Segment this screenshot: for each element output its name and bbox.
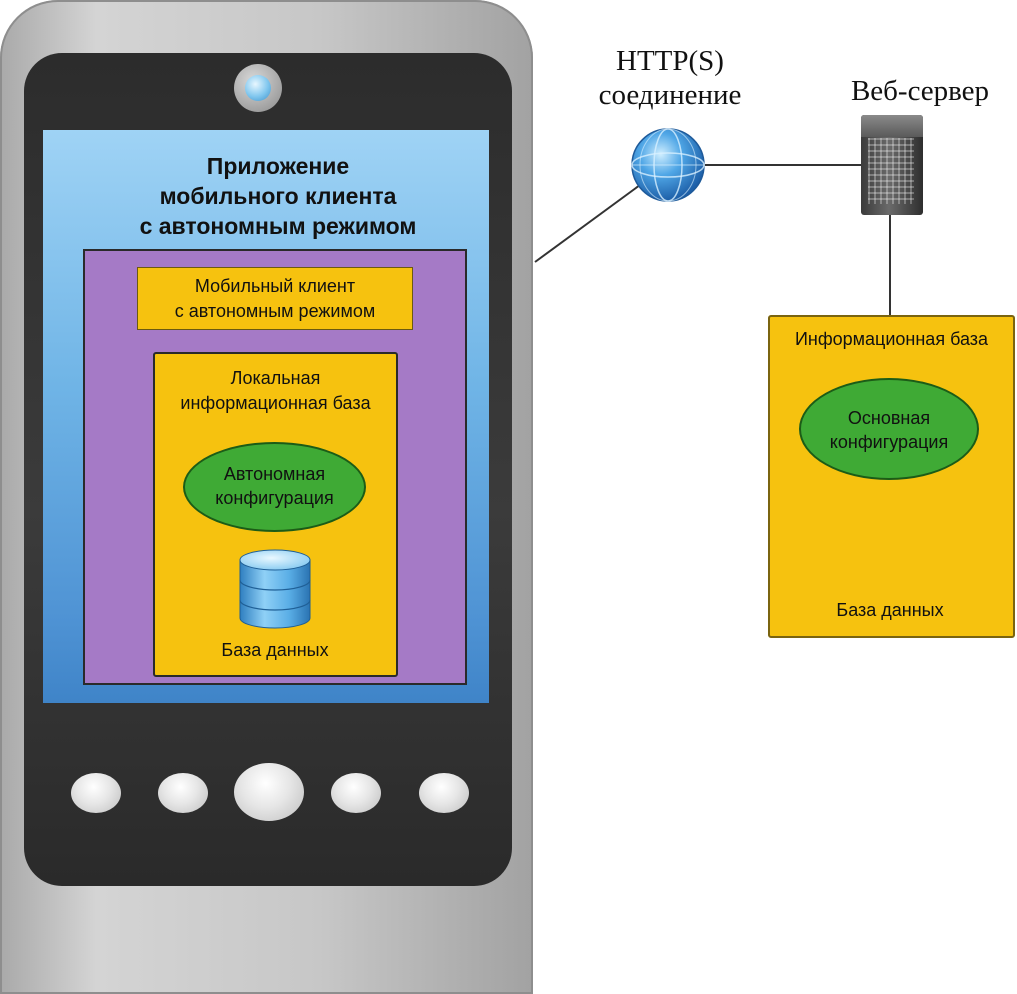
mobile-client-box: Мобильный клиент с автономным режимом <box>137 267 413 330</box>
main-database-label: База данных <box>836 600 944 620</box>
server-vents <box>868 138 914 204</box>
globe-icon <box>631 128 705 202</box>
phone-button[interactable] <box>71 773 121 813</box>
camera-lens <box>245 75 271 101</box>
infobase-title: Информационная база <box>794 329 989 349</box>
connection-label: HTTP(S) соединение <box>598 45 742 111</box>
phone-button[interactable] <box>419 773 469 813</box>
mobile-app-title: Приложение мобильного клиента с автономн… <box>139 153 417 239</box>
local-database-icon <box>239 549 311 629</box>
phone-button[interactable] <box>158 773 208 813</box>
server-label: Веб-сервер <box>850 75 990 107</box>
local-infobase-title: Локальная информационная база <box>180 368 371 413</box>
local-database-label: База данных <box>221 640 329 660</box>
phone-to-globe-line <box>534 184 641 263</box>
autonomous-configuration-ellipse: Автономная конфигурация <box>183 442 366 532</box>
main-configuration-ellipse: Основная конфигурация <box>799 378 979 480</box>
server-top <box>861 115 923 137</box>
phone-button[interactable] <box>331 773 381 813</box>
phone-home-button[interactable] <box>234 763 304 821</box>
